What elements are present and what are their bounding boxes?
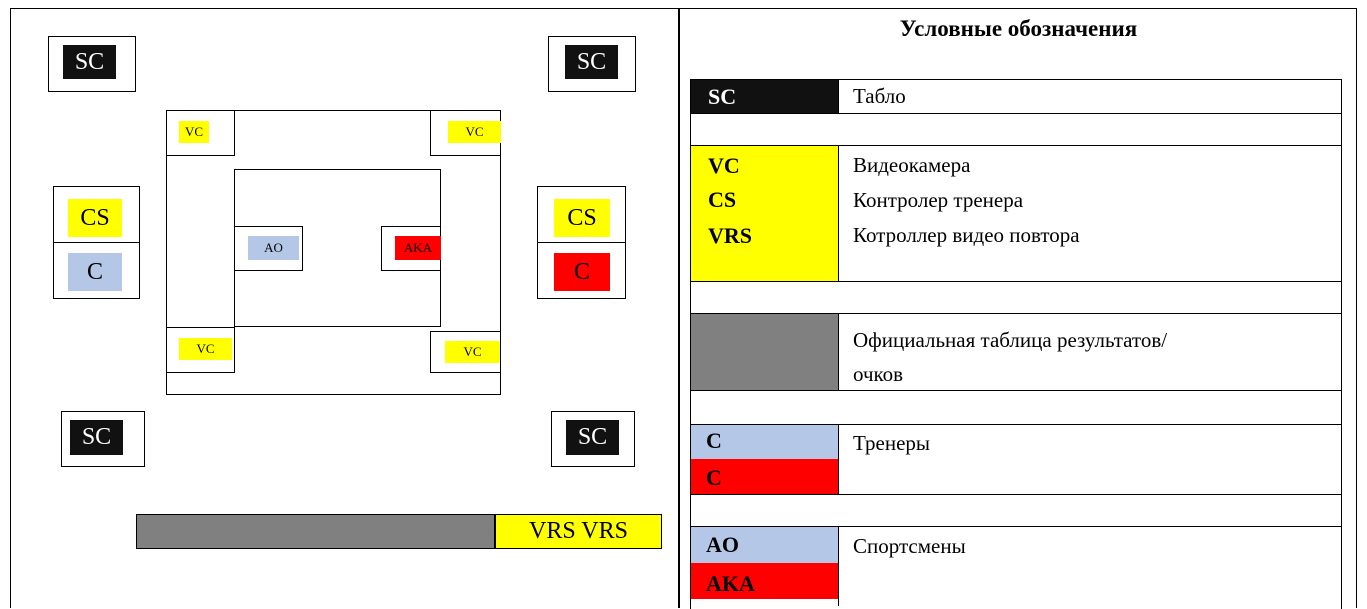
legend-official-desc-line2: очков	[853, 362, 904, 386]
scoreboard-bottom-left: SC	[61, 411, 145, 467]
scoreboard-label: SC	[70, 420, 123, 455]
coach-controller-label: CS	[554, 199, 610, 237]
coach-area-left: CS C	[53, 186, 140, 299]
legend-row-line	[690, 113, 1342, 114]
videocamera-label: VC	[179, 338, 232, 360]
legend-vc-desc: Видеокамера	[853, 153, 971, 177]
legend-scoreboard-desc: Табло	[853, 84, 906, 108]
videocamera-label: VC	[179, 121, 209, 143]
legend-col-line	[838, 526, 839, 606]
legend-table	[690, 79, 1342, 609]
scoreboard-label: SC	[566, 420, 619, 455]
coach-label: C	[68, 253, 122, 291]
legend-row-line	[690, 494, 1342, 495]
legend-cs-code: CS	[708, 187, 737, 212]
videocamera-box-bottom-right: VC	[430, 331, 501, 373]
scoreboard-label: SC	[63, 45, 116, 79]
coach-area-divider	[54, 242, 140, 243]
legend-col-line	[838, 145, 839, 281]
legend-col-line	[838, 424, 839, 494]
legend-ao-code: AO	[691, 527, 838, 563]
legend-row-line	[690, 526, 1342, 527]
legend-cs-desc: Контролер тренера	[853, 188, 1024, 212]
legend-vrs-desc: Котроллер видео повтора	[853, 223, 1080, 247]
coach-area-divider	[538, 242, 626, 243]
scoreboard-top-right: SC	[548, 36, 636, 92]
legend-col-line	[838, 79, 839, 113]
legend-official-desc-line1: Официальная таблица результатов/	[853, 328, 1168, 352]
videocamera-box-bottom-left: VC	[166, 327, 235, 373]
legend-coach-desc: Тренеры	[853, 431, 931, 455]
aka-position-box: AKA	[381, 226, 441, 271]
legend-scoreboard-code: SC	[691, 80, 838, 113]
coach-controller-label: CS	[68, 199, 122, 237]
video-replay-controller: VRS VRS	[495, 514, 662, 549]
legend-row-line	[690, 281, 1342, 282]
legend-row-line	[690, 145, 1342, 146]
videocamera-label: VC	[448, 121, 501, 143]
legend-row-line	[690, 313, 1342, 314]
aka-label: AKA	[395, 236, 441, 260]
legend-athletes-desc: Спортсмены	[853, 534, 966, 558]
legend-coach-blue-code: C	[691, 425, 838, 459]
coach-area-right: CS C	[537, 186, 626, 299]
legend-row-line	[690, 390, 1342, 391]
legend-title: Условные обозначения	[899, 16, 1138, 41]
divider-line	[678, 8, 680, 608]
legend-vc-code: VC	[708, 153, 740, 178]
coach-label: C	[554, 253, 610, 291]
videocamera-label: VC	[445, 341, 500, 363]
scoreboard-top-left: SC	[48, 36, 136, 92]
ao-position-box: AO	[234, 226, 303, 271]
legend-aka-code: AKA	[691, 563, 838, 599]
scoreboard-bottom-right: SC	[551, 411, 635, 467]
legend-vrs-code: VRS	[708, 223, 753, 248]
competition-area	[166, 110, 501, 395]
videocamera-box-top-left: VC	[166, 110, 235, 156]
legend-gray-swatch	[691, 314, 838, 390]
official-scoring-table	[136, 514, 495, 549]
videocamera-box-top-right: VC	[430, 110, 501, 156]
legend-yellow-swatch	[691, 146, 838, 281]
scoreboard-label: SC	[565, 45, 618, 79]
ao-label: AO	[248, 236, 299, 260]
legend-coach-red-code: C	[691, 459, 838, 494]
legend-col-line	[838, 313, 839, 390]
page-frame	[10, 8, 1357, 608]
legend-row-line	[690, 424, 1342, 425]
